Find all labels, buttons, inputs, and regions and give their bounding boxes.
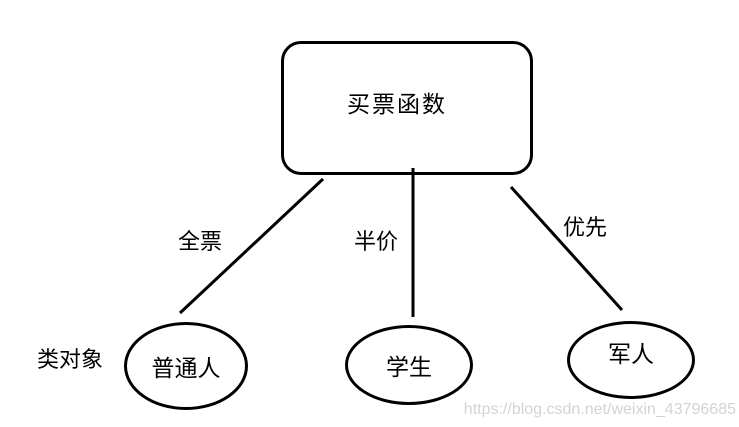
node-label-student: 学生 bbox=[386, 354, 432, 380]
node-label-soldier: 军人 bbox=[608, 341, 654, 367]
function-box-node: 买票函数 bbox=[281, 41, 533, 175]
edge-line-priority bbox=[509, 185, 624, 312]
node-ellipse-ordinary-person: 普通人 bbox=[124, 322, 248, 410]
node-label-ordinary-person: 普通人 bbox=[151, 355, 221, 381]
edge-label-priority: 优先 bbox=[563, 215, 608, 240]
class-objects-caption: 类对象 bbox=[37, 347, 104, 372]
node-ellipse-soldier: 军人 bbox=[567, 321, 695, 399]
edge-label-full-ticket: 全票 bbox=[178, 229, 223, 254]
node-ellipse-student: 学生 bbox=[345, 325, 473, 405]
csdn-watermark: https://blog.csdn.net/weixin_43796685 bbox=[463, 401, 736, 418]
function-box-label: 买票函数 bbox=[347, 91, 447, 117]
edge-label-half-price: 半价 bbox=[354, 229, 399, 254]
